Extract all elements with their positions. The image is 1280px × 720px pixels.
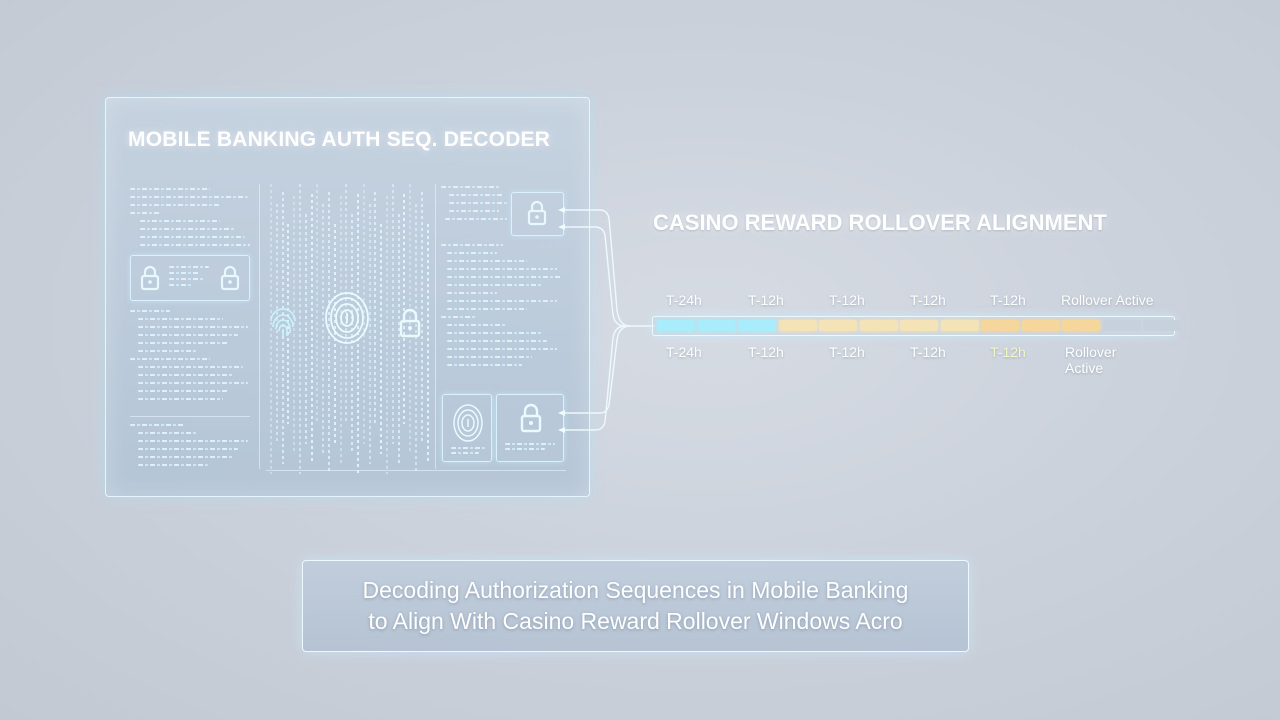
timeline-top-label: T-12h — [829, 292, 865, 308]
divider — [130, 416, 250, 417]
auth-lock-card-left — [130, 255, 250, 301]
timeline-segment-pending — [900, 320, 938, 331]
data-stream-column — [409, 184, 412, 454]
auth-lock-card-right-top — [511, 192, 564, 236]
data-stream-column — [351, 214, 354, 454]
timeline-segment-pending — [981, 320, 1019, 331]
auth-lock-card-right-bottom — [496, 394, 564, 462]
timeline-bottom-label-highlighted: T-12h — [990, 344, 1026, 360]
lock-icon — [527, 200, 547, 226]
lock-icon — [220, 265, 240, 291]
decoder-panel-title: MOBILE BANKING AUTH SEQ. DECODER — [128, 128, 551, 151]
lock-icon — [520, 403, 542, 433]
data-stream-column — [333, 224, 336, 444]
lock-icon — [399, 308, 421, 338]
data-stream-column — [386, 196, 388, 474]
code-block-left-bottom — [130, 424, 255, 472]
timeline-top-label: T-12h — [748, 292, 784, 308]
caption-box: Decoding Authorization Sequences in Mobi… — [302, 560, 969, 652]
timeline-segment-elapsed — [697, 320, 736, 331]
caption-line-2: to Align With Casino Reward Rollover Win… — [368, 608, 903, 634]
timeline-segment-pending — [859, 320, 898, 331]
data-stream-column — [415, 204, 417, 474]
data-stream-column — [374, 192, 377, 424]
timeline-bottom-label: T-12h — [910, 344, 946, 360]
timeline-top-label: Rollover Active — [1061, 292, 1154, 308]
timeline-segment-elapsed — [738, 320, 776, 331]
data-stream-column — [420, 192, 423, 444]
divider — [259, 184, 260, 469]
code-block-right — [441, 186, 561, 226]
data-stream-column — [328, 192, 330, 474]
connector-lines — [558, 207, 655, 433]
code-block-left-middle — [130, 310, 255, 406]
data-stream-column — [316, 184, 319, 424]
timeline-segment-pending — [940, 320, 979, 331]
data-stream-column — [426, 224, 429, 464]
divider — [266, 470, 566, 471]
lock-icon — [140, 265, 160, 291]
caption-line-1: Decoding Authorization Sequences in Mobi… — [362, 577, 909, 603]
timeline-top-label: T-12h — [990, 292, 1026, 308]
timeline-top-label: T-24h — [666, 292, 702, 308]
timeline-bottom-label: T-12h — [829, 344, 865, 360]
data-stream-column — [281, 192, 284, 464]
timeline-bottom-label: Rollover — [1065, 344, 1117, 360]
code-block-left-top — [130, 188, 250, 252]
data-stream-column — [293, 196, 296, 454]
fingerprint-icon — [325, 292, 369, 344]
timeline-top-label: T-12h — [910, 292, 946, 308]
data-stream-column — [270, 184, 272, 474]
data-stream-column — [391, 184, 394, 444]
data-stream-column — [362, 184, 365, 444]
timeline-bottom-label: T-12h — [748, 344, 784, 360]
timeline-segment-pending — [1062, 320, 1100, 331]
timeline-segment-inactive — [1102, 320, 1141, 331]
timeline-segment-pending — [778, 320, 817, 331]
code-block-right-middle — [441, 244, 566, 372]
timeline-segment-pending — [1021, 320, 1060, 331]
data-stream-column — [299, 184, 301, 474]
data-stream-column — [357, 194, 359, 474]
decoder-panel: MOBILE BANKING AUTH SEQ. DECODER — [105, 97, 590, 497]
rollover-timeline-track — [652, 316, 1181, 336]
timeline-bottom-label: T-24h — [666, 344, 702, 360]
timeline-bottom-label: Active — [1065, 360, 1104, 376]
data-stream-column — [310, 194, 313, 464]
fingerprint-icon — [270, 308, 296, 338]
timeline-segment-inactive — [1143, 320, 1181, 331]
fingerprint-card — [442, 394, 492, 462]
timeline-segment-elapsed — [657, 320, 695, 331]
divider — [435, 184, 436, 469]
data-stream-column — [368, 204, 371, 464]
rollover-title: CASINO REWARD ROLLOVER ALIGNMENT — [653, 210, 1107, 235]
data-stream-column — [397, 214, 400, 464]
data-stream-column — [403, 194, 406, 424]
data-stream-column — [304, 214, 307, 444]
data-stream-column — [322, 204, 325, 454]
data-stream-column — [380, 224, 383, 454]
timeline-segment-pending — [819, 320, 857, 331]
fingerprint-icon — [453, 404, 483, 442]
